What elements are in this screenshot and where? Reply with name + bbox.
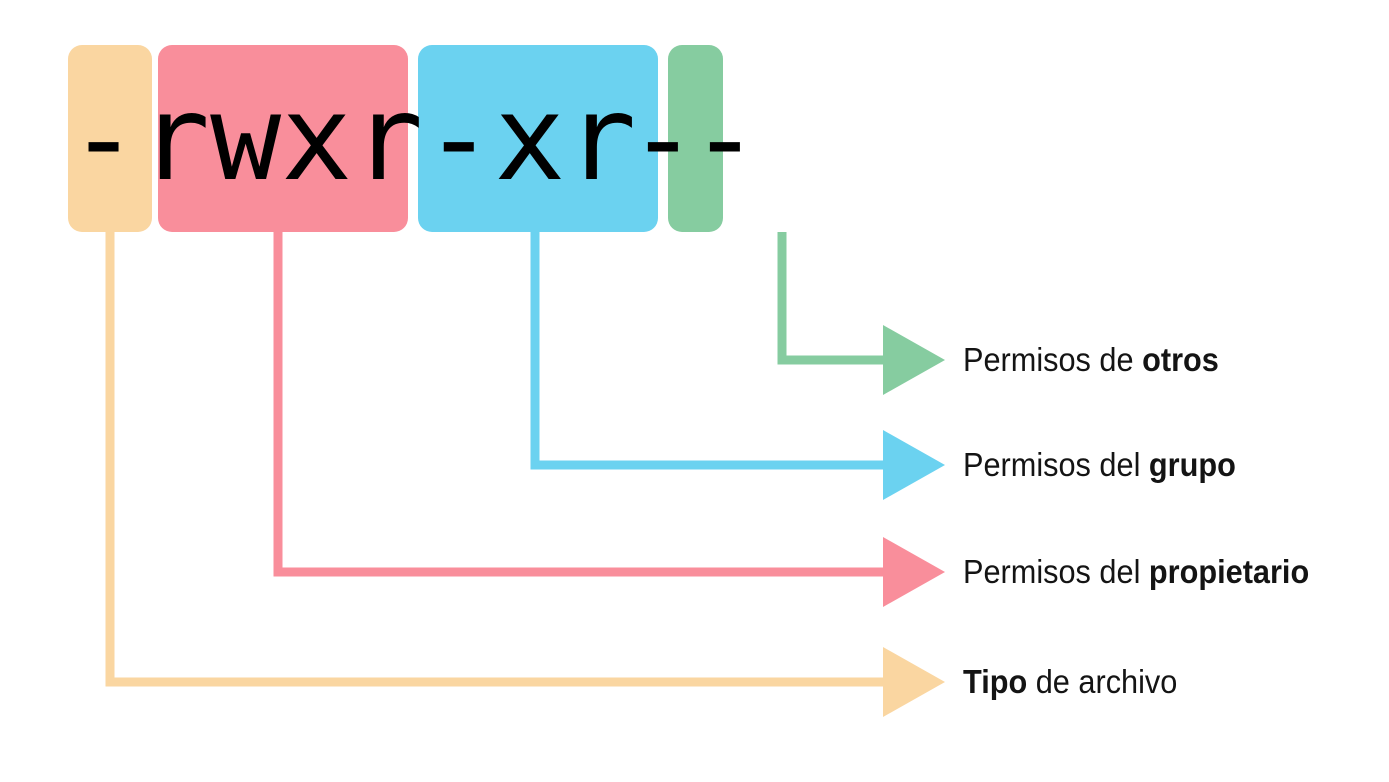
legend-label-group: Permisos del grupo — [963, 446, 1236, 484]
legend-label-owner: Permisos del propietario — [963, 553, 1309, 591]
segment-box-owner — [158, 45, 408, 232]
connector-owner — [273, 232, 945, 607]
legend-others-pre: Permisos de — [963, 341, 1143, 378]
arrowhead-type — [883, 647, 945, 717]
connector-others — [777, 232, 945, 395]
legend-owner-pre: Permisos del — [963, 553, 1149, 590]
arrowhead-others — [883, 325, 945, 395]
legend-label-type: Tipo de archivo — [963, 663, 1177, 701]
legend-type-strong: Tipo — [963, 663, 1028, 700]
legend-type-post: de archivo — [1027, 663, 1178, 700]
legend-others-strong: otros — [1142, 341, 1219, 378]
legend-group-strong: grupo — [1148, 446, 1236, 483]
arrowhead-owner — [883, 537, 945, 607]
segment-box-group — [418, 45, 658, 232]
connector-group — [530, 232, 945, 500]
connector-type — [105, 232, 945, 717]
arrowhead-group — [883, 430, 945, 500]
legend-label-others: Permisos de otros — [963, 341, 1219, 379]
legend-owner-strong: propietario — [1148, 553, 1310, 590]
segment-box-type — [68, 45, 152, 232]
legend-group-pre: Permisos del — [963, 446, 1149, 483]
segment-box-others — [668, 45, 723, 232]
